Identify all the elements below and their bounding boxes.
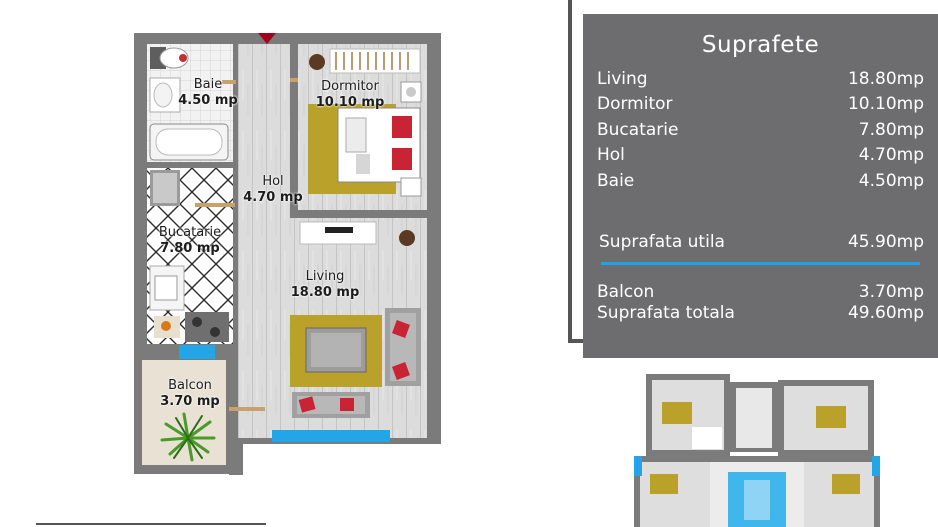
nightstand xyxy=(400,177,422,197)
entrance-marker xyxy=(258,33,276,44)
room-name: Bucatarie xyxy=(158,225,222,240)
room-name: Hol xyxy=(262,174,284,189)
stove xyxy=(185,312,229,342)
room-area: 4.50 mp xyxy=(178,93,238,108)
row-label: Baie xyxy=(597,171,635,191)
room-label-balcon: Balcon 3.70 mp xyxy=(156,378,224,410)
summary-row: Bucatarie 7.80mp xyxy=(597,118,924,142)
balcony-plant xyxy=(160,412,216,462)
room-label-hol: Hol 4.70 mp xyxy=(240,174,306,206)
row-value: 4.70mp xyxy=(858,145,924,165)
divider-line xyxy=(601,262,920,265)
room-area: 10.10 mp xyxy=(315,95,385,110)
room-area: 7.80 mp xyxy=(160,241,220,256)
row-label: Living xyxy=(597,69,648,89)
row-value: 7.80mp xyxy=(858,120,924,140)
room-area: 18.80 mp xyxy=(290,285,360,300)
room-label-living: Living 18.80 mp xyxy=(290,269,360,301)
plant-decor xyxy=(399,230,415,246)
row-value: 49.60mp xyxy=(847,303,924,323)
summary-row-balcon: Balcon 3.70mp xyxy=(597,280,924,304)
thumbnail-block-bottom xyxy=(634,456,880,527)
summary-panel: Suprafete Living 18.80mp Dormitor 10.10m… xyxy=(583,14,938,358)
hol-floor xyxy=(238,44,290,244)
bottom-rule xyxy=(36,523,266,525)
row-label: Suprafata totala xyxy=(597,303,735,323)
room-label-baie: Baie 4.50 mp xyxy=(178,77,238,109)
plant-decor xyxy=(309,54,325,70)
room-label-dormitor: Dormitor 10.10 mp xyxy=(312,79,388,111)
row-value: 45.90mp xyxy=(847,232,924,252)
summary-row-utila: Suprafata utila 45.90mp xyxy=(599,230,924,254)
window xyxy=(179,345,215,359)
summary-row: Dormitor 10.10mp xyxy=(597,92,924,116)
row-label: Hol xyxy=(597,145,625,165)
row-label: Bucatarie xyxy=(597,120,679,140)
room-area: 4.70 mp xyxy=(243,190,303,205)
summary-row-totala: Suprafata totala 49.60mp xyxy=(597,301,924,325)
room-name: Baie xyxy=(193,77,223,92)
thumbnail-block-top xyxy=(646,374,874,456)
row-label: Balcon xyxy=(597,282,655,302)
row-value: 4.50mp xyxy=(858,171,924,191)
window xyxy=(272,430,390,442)
room-name: Balcon xyxy=(168,378,212,393)
summary-row: Hol 4.70mp xyxy=(597,143,924,167)
row-value: 10.10mp xyxy=(847,94,924,114)
panel-title: Suprafete xyxy=(701,32,820,58)
row-value: 3.70mp xyxy=(858,282,924,302)
room-label-bucatarie: Bucatarie 7.80 mp xyxy=(150,225,230,257)
room-name: Living xyxy=(305,269,345,284)
floor-plan xyxy=(134,33,441,475)
room-area: 3.70 mp xyxy=(160,394,220,409)
wardrobe xyxy=(329,48,421,74)
row-label: Dormitor xyxy=(597,94,673,114)
row-value: 18.80mp xyxy=(847,69,924,89)
summary-row: Baie 4.50mp xyxy=(597,169,924,193)
room-name: Dormitor xyxy=(321,79,379,94)
building-floor-thumbnail xyxy=(634,374,880,527)
summary-row: Living 18.80mp xyxy=(597,67,924,91)
row-label: Suprafata utila xyxy=(599,232,725,252)
